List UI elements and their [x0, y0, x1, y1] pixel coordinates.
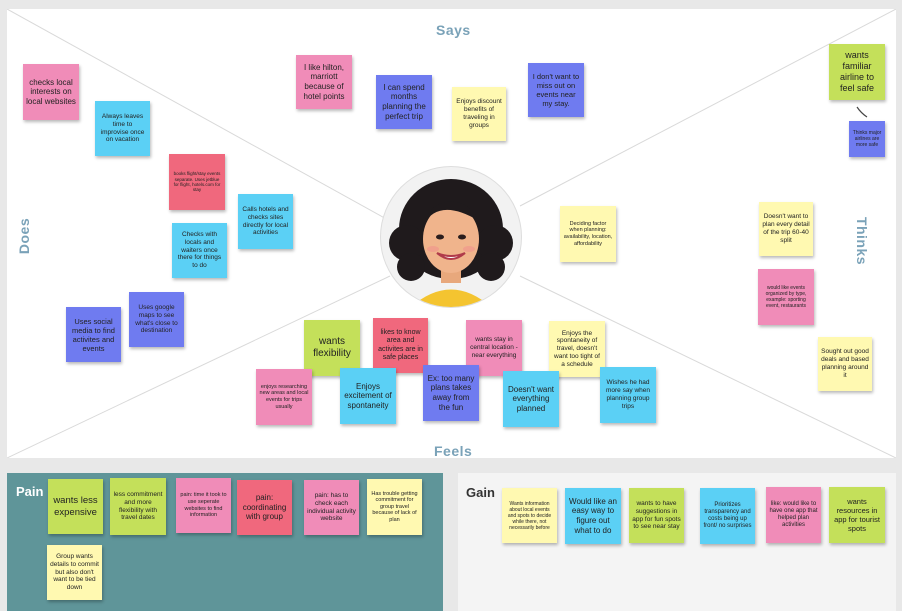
sticky-note[interactable]: Sought out good deals and based planning…	[818, 337, 872, 391]
gain-title: Gain	[466, 485, 495, 500]
sticky-note[interactable]: I can spend months planning the perfect …	[376, 75, 432, 129]
sticky-note[interactable]: Would like an easy way to figure out wha…	[565, 488, 621, 544]
sticky-note[interactable]: enjoys researching new areas and local e…	[256, 369, 312, 425]
sticky-note[interactable]: pain: time it took to use seperate websi…	[176, 478, 231, 533]
sticky-note[interactable]: I don't want to miss out on events near …	[528, 63, 584, 117]
sticky-note[interactable]: Enjoys discount benefits of traveling in…	[452, 87, 506, 141]
pain-title: Pain	[16, 484, 44, 499]
sticky-note[interactable]: wants resources in app for tourist spots	[829, 487, 885, 543]
gain-section: Gain Wants information about local event…	[458, 473, 896, 611]
sticky-note[interactable]: books flight/stay events separate. Uses …	[169, 154, 225, 210]
feels-label: Feels	[434, 443, 473, 459]
sticky-note[interactable]: would like events organized by type, exa…	[758, 269, 814, 325]
sticky-note[interactable]: Enjoys excitement of spontaneity	[340, 368, 396, 424]
sticky-note[interactable]: wants flexibility	[304, 320, 360, 376]
sticky-note[interactable]: like: would like to have one app that he…	[766, 487, 821, 543]
sticky-note[interactable]: Wants information about local events and…	[502, 488, 557, 543]
sticky-note[interactable]: Enjoys the spontaneity of travel, doesn'…	[549, 321, 605, 377]
sticky-note[interactable]: Calls hotels and checks sites directly f…	[238, 194, 293, 249]
persona-avatar	[381, 167, 521, 307]
pain-section: Pain wants less expensive less commitmen…	[7, 473, 443, 611]
sticky-note[interactable]: less commitment and more flexibility wit…	[110, 478, 166, 535]
sticky-note[interactable]: Has trouble getting commitment for group…	[367, 479, 422, 535]
connector-line	[856, 106, 868, 118]
thinks-label: Thinks	[854, 216, 871, 266]
sticky-note[interactable]: likes to know area and activites are in …	[373, 318, 428, 373]
sticky-note[interactable]: wants to have suggestions in app for fun…	[629, 488, 684, 543]
sticky-note[interactable]: Wishes he had more say when planning gro…	[600, 367, 656, 423]
sticky-note[interactable]: Thinks major airlines are more safe	[849, 121, 885, 157]
sticky-note[interactable]: Doesn't want to plan every detail of the…	[759, 202, 813, 256]
sticky-note[interactable]: wants less expensive	[48, 479, 103, 534]
sticky-note[interactable]: wants familiar airline to feel safe	[829, 44, 885, 100]
sticky-note[interactable]: Uses google maps to see what's close to …	[129, 292, 184, 347]
sticky-note[interactable]: Doesn't want everything planned	[503, 371, 559, 427]
sticky-note[interactable]: Uses social media to find activites and …	[66, 307, 121, 362]
sticky-note[interactable]: I like hilton, marriott because of hotel…	[296, 55, 352, 109]
sticky-note[interactable]: Checks with locals and waiters once ther…	[172, 223, 227, 278]
sticky-note[interactable]: Group wants details to commit but also d…	[47, 545, 102, 600]
sticky-note[interactable]: pain: coordinating with group	[237, 480, 292, 535]
says-label: Says	[436, 22, 471, 38]
sticky-note[interactable]: Always leaves time to improvise once on …	[95, 101, 150, 156]
sticky-note[interactable]: Deciding factor when planning: availabil…	[560, 206, 616, 262]
sticky-note[interactable]: pain: has to check each individual activ…	[304, 480, 359, 535]
quadrant-dividers	[7, 9, 896, 458]
sticky-note[interactable]: checks local interests on local websites	[23, 64, 79, 120]
does-label: Does	[16, 217, 33, 255]
sticky-note[interactable]: Prioritizes transparency and costs being…	[700, 488, 755, 544]
sticky-note[interactable]: Ex: too many plans takes away from the f…	[423, 365, 479, 421]
